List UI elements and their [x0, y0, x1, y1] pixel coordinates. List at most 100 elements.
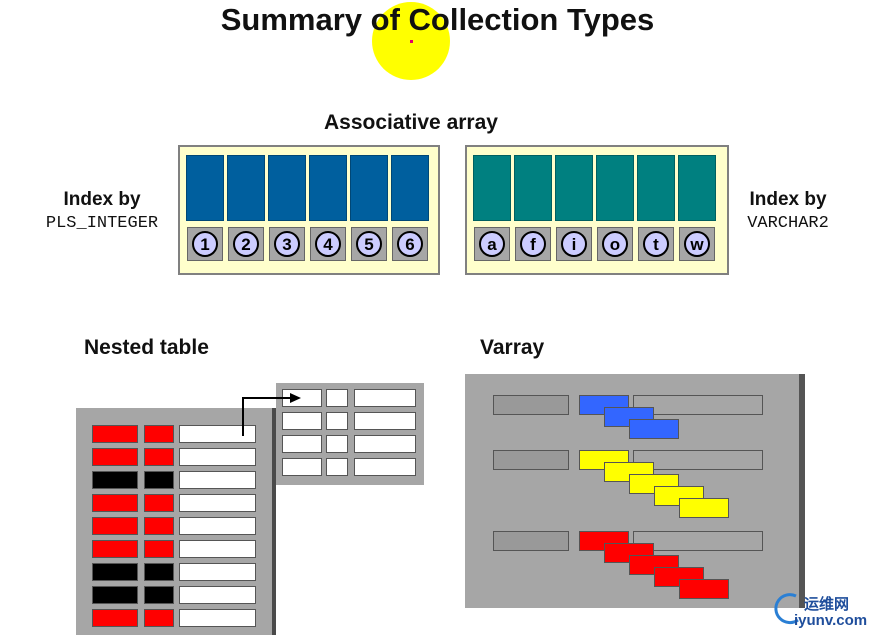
nested-row-key — [92, 586, 138, 604]
nested-row-value — [179, 425, 256, 443]
varchar-index-cell — [637, 155, 675, 221]
varray-header-bar — [493, 395, 569, 415]
index-label-pls-integer: Index by PLS_INTEGER — [22, 188, 182, 236]
varray-limit-bar — [633, 395, 763, 415]
watermark-line2: iyunv.com — [794, 612, 868, 629]
nested-sub-cell — [354, 435, 416, 453]
nested-row-key — [92, 609, 138, 627]
int-index-key: 5 — [356, 231, 382, 257]
nested-row-key — [92, 517, 138, 535]
nested-row-key — [92, 425, 138, 443]
varray-limit-bar — [633, 531, 763, 551]
nested-link-line — [242, 397, 290, 436]
nested-row-code — [144, 425, 174, 443]
varray-header-bar — [493, 450, 569, 470]
nested-sub-cell — [326, 389, 348, 407]
nested-row-key — [92, 540, 138, 558]
varchar-index-key-slot: w — [679, 227, 715, 261]
watermark-line1: 运维网 — [804, 596, 850, 613]
nested-link-arrowhead — [290, 393, 301, 403]
watermark-logo-arc — [774, 593, 799, 625]
varray-panel — [465, 374, 805, 608]
index-label-varchar2: Index by VARCHAR2 — [718, 188, 858, 236]
varchar-index-key-slot: f — [515, 227, 551, 261]
nested-row-code — [144, 448, 174, 466]
int-index-cell — [350, 155, 388, 221]
varchar-index-key-slot: i — [556, 227, 592, 261]
nested-row-code — [144, 494, 174, 512]
nested-table-label: Nested table — [84, 336, 209, 359]
nested-row-code — [144, 609, 174, 627]
int-index-key: 2 — [233, 231, 259, 257]
varchar-index-key: f — [520, 231, 546, 257]
varchar2-text: VARCHAR2 — [747, 214, 829, 233]
nested-sub-cell — [354, 389, 416, 407]
int-index-key-slot: 6 — [392, 227, 428, 261]
nested-row-value — [179, 540, 256, 558]
int-index-cell — [309, 155, 347, 221]
nested-sub-cell — [326, 458, 348, 476]
watermark-logo-icon — [774, 593, 799, 625]
int-index-key-slot: 4 — [310, 227, 346, 261]
int-index-key-slot: 1 — [187, 227, 223, 261]
int-index-key-slot: 2 — [228, 227, 264, 261]
nested-sub-cell — [282, 412, 322, 430]
varchar-index-cell — [678, 155, 716, 221]
varray-element — [679, 579, 729, 599]
nested-sub-cell — [354, 458, 416, 476]
nested-table-main — [76, 408, 276, 635]
int-index-cell — [268, 155, 306, 221]
varchar-index-key-slot: o — [597, 227, 633, 261]
varray-label: Varray — [480, 336, 545, 359]
int-index-cell — [227, 155, 265, 221]
nested-sub-cell — [282, 435, 322, 453]
varray-limit-bar — [633, 450, 763, 470]
nested-row-key — [92, 471, 138, 489]
int-index-key-slot: 3 — [269, 227, 305, 261]
int-index-key: 6 — [397, 231, 423, 257]
nested-row-code — [144, 540, 174, 558]
index-by-text-right: Index by — [749, 189, 827, 210]
page-title: Summary of Collection Types — [220, 2, 655, 37]
varray-element — [629, 419, 679, 439]
nested-row-code — [144, 586, 174, 604]
varchar-index-key-slot: a — [474, 227, 510, 261]
int-index-cell — [391, 155, 429, 221]
varchar-index-key: w — [684, 231, 710, 257]
varray-element — [679, 498, 729, 518]
nested-sub-cell — [354, 412, 416, 430]
nested-sub-cell — [326, 435, 348, 453]
nested-row-code — [144, 563, 174, 581]
nested-row-key — [92, 563, 138, 581]
nested-row-code — [144, 471, 174, 489]
varray-header-bar — [493, 531, 569, 551]
nested-row-key — [92, 448, 138, 466]
varchar-index-cell — [596, 155, 634, 221]
nested-row-key — [92, 494, 138, 512]
varchar-index-key: a — [479, 231, 505, 257]
varchar-index-cell — [514, 155, 552, 221]
int-index-key: 3 — [274, 231, 300, 257]
nested-link-arrow — [242, 393, 301, 436]
nested-sub-cell — [326, 412, 348, 430]
varray-panel-shadow — [799, 374, 805, 608]
int-index-key: 1 — [192, 231, 218, 257]
nested-row-value — [179, 471, 256, 489]
nested-sub-cell — [282, 458, 322, 476]
nested-row-value — [179, 586, 256, 604]
varchar-index-cell — [473, 155, 511, 221]
nested-row-value — [179, 563, 256, 581]
index-by-text-left: Index by — [63, 189, 141, 210]
varchar-index-key-slot: t — [638, 227, 674, 261]
pls-integer-text: PLS_INTEGER — [45, 214, 159, 233]
nested-row-value — [179, 517, 256, 535]
int-index-key: 4 — [315, 231, 341, 257]
varchar-index-cell — [555, 155, 593, 221]
nested-table-sub — [276, 383, 424, 485]
int-index-key-slot: 5 — [351, 227, 387, 261]
nested-row-value — [179, 609, 256, 627]
nested-row-code — [144, 517, 174, 535]
associative-array-label: Associative array — [324, 111, 498, 134]
